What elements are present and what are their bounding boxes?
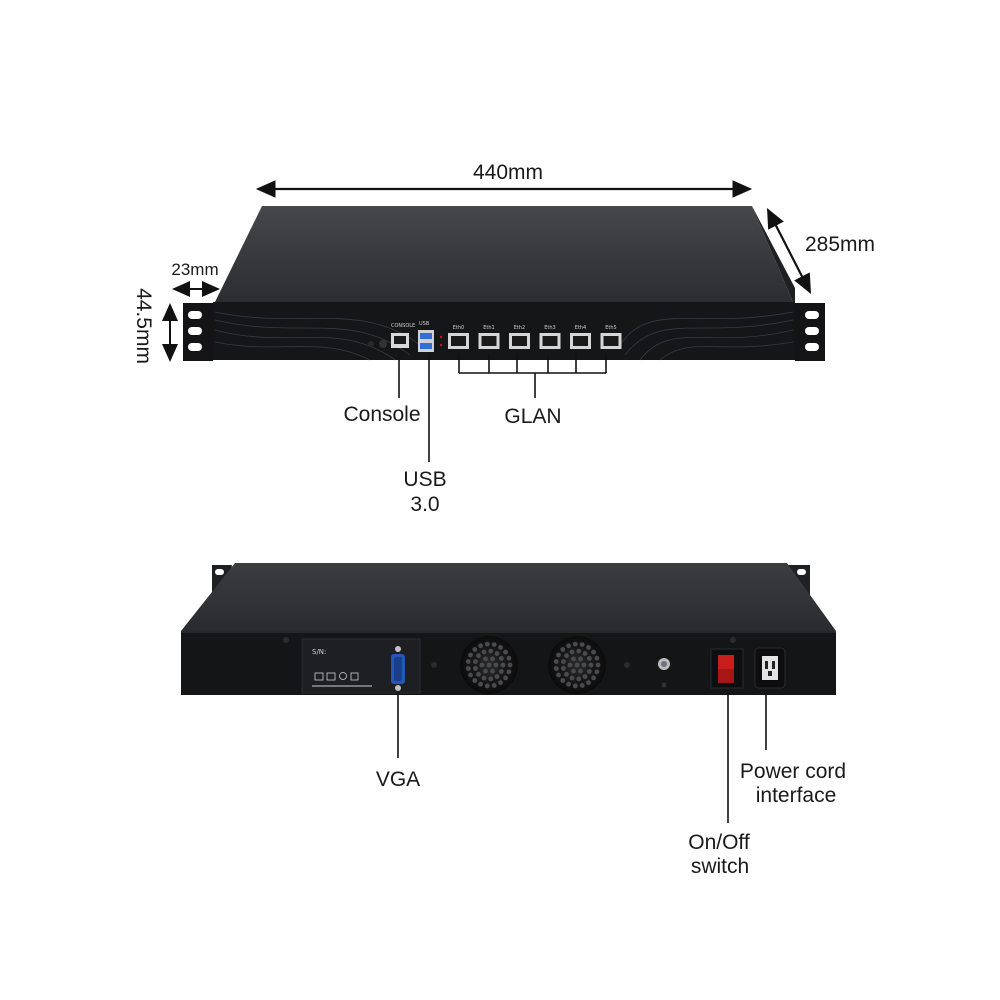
glan-callout: GLAN xyxy=(504,405,561,428)
certification-marks xyxy=(312,672,372,687)
vga-callout: VGA xyxy=(376,768,420,791)
glan-ports: Eth0 Eth1 Eth2 Eth3 Eth4 Eth5 xyxy=(448,325,622,349)
front-chassis-top xyxy=(215,206,793,302)
front-right-rack-ear xyxy=(795,303,825,361)
width-dimension-label: 440mm xyxy=(473,161,543,184)
rear-chassis-top xyxy=(181,563,836,631)
usb-callout-line1: USB xyxy=(403,468,446,491)
glan-port: Eth3 xyxy=(539,325,561,349)
glan-port-label: Eth5 xyxy=(605,325,616,331)
glan-port: Eth1 xyxy=(478,325,500,349)
usb-port xyxy=(418,330,434,352)
usb-port-label: USB xyxy=(419,321,430,327)
glan-bracket xyxy=(458,354,607,398)
front-power-button xyxy=(379,340,387,348)
front-view: CONSOLE USB Eth0 Eth1 Eth2 Eth3 Eth4 Eth5 xyxy=(132,161,875,516)
rear-fan-left xyxy=(460,636,518,694)
rear-view: S/N: xyxy=(181,563,846,878)
front-panel xyxy=(213,302,795,360)
glan-port: Eth4 xyxy=(570,325,591,349)
usb-callout-line2: 3.0 xyxy=(410,493,439,516)
front-panel-pattern xyxy=(214,311,794,361)
power-callout-line1: Power cord xyxy=(740,760,846,783)
power-cord-inlet xyxy=(754,647,786,689)
console-callout: Console xyxy=(343,403,420,426)
ear-dimension-label: 23mm xyxy=(171,260,218,279)
glan-port-label: Eth0 xyxy=(453,325,464,331)
rear-fan-right xyxy=(548,636,606,694)
console-port-label: CONSOLE xyxy=(391,323,415,329)
glan-port-label: Eth4 xyxy=(575,325,586,331)
depth-dimension-arrow xyxy=(766,208,812,294)
ground-screw xyxy=(658,658,670,688)
front-left-rack-ear xyxy=(183,303,213,361)
height-dimension-label: 44.5mm xyxy=(132,288,155,364)
glan-port: Eth5 xyxy=(600,325,622,349)
glan-port-label: Eth2 xyxy=(514,325,525,331)
glan-port: Eth0 xyxy=(448,325,469,349)
depth-dimension-label: 285mm xyxy=(805,233,875,256)
power-callout-line2: interface xyxy=(756,784,837,807)
on-off-switch xyxy=(710,648,744,689)
vga-port xyxy=(391,646,405,691)
glan-port: Eth2 xyxy=(509,325,530,349)
glan-port-label: Eth3 xyxy=(544,325,555,331)
switch-callout-line1: On/Off xyxy=(688,831,750,854)
serial-number-label: S/N: xyxy=(312,648,326,656)
switch-callout-line2: switch xyxy=(691,855,749,878)
front-power-led xyxy=(368,341,374,347)
glan-port-label: Eth1 xyxy=(483,325,494,331)
